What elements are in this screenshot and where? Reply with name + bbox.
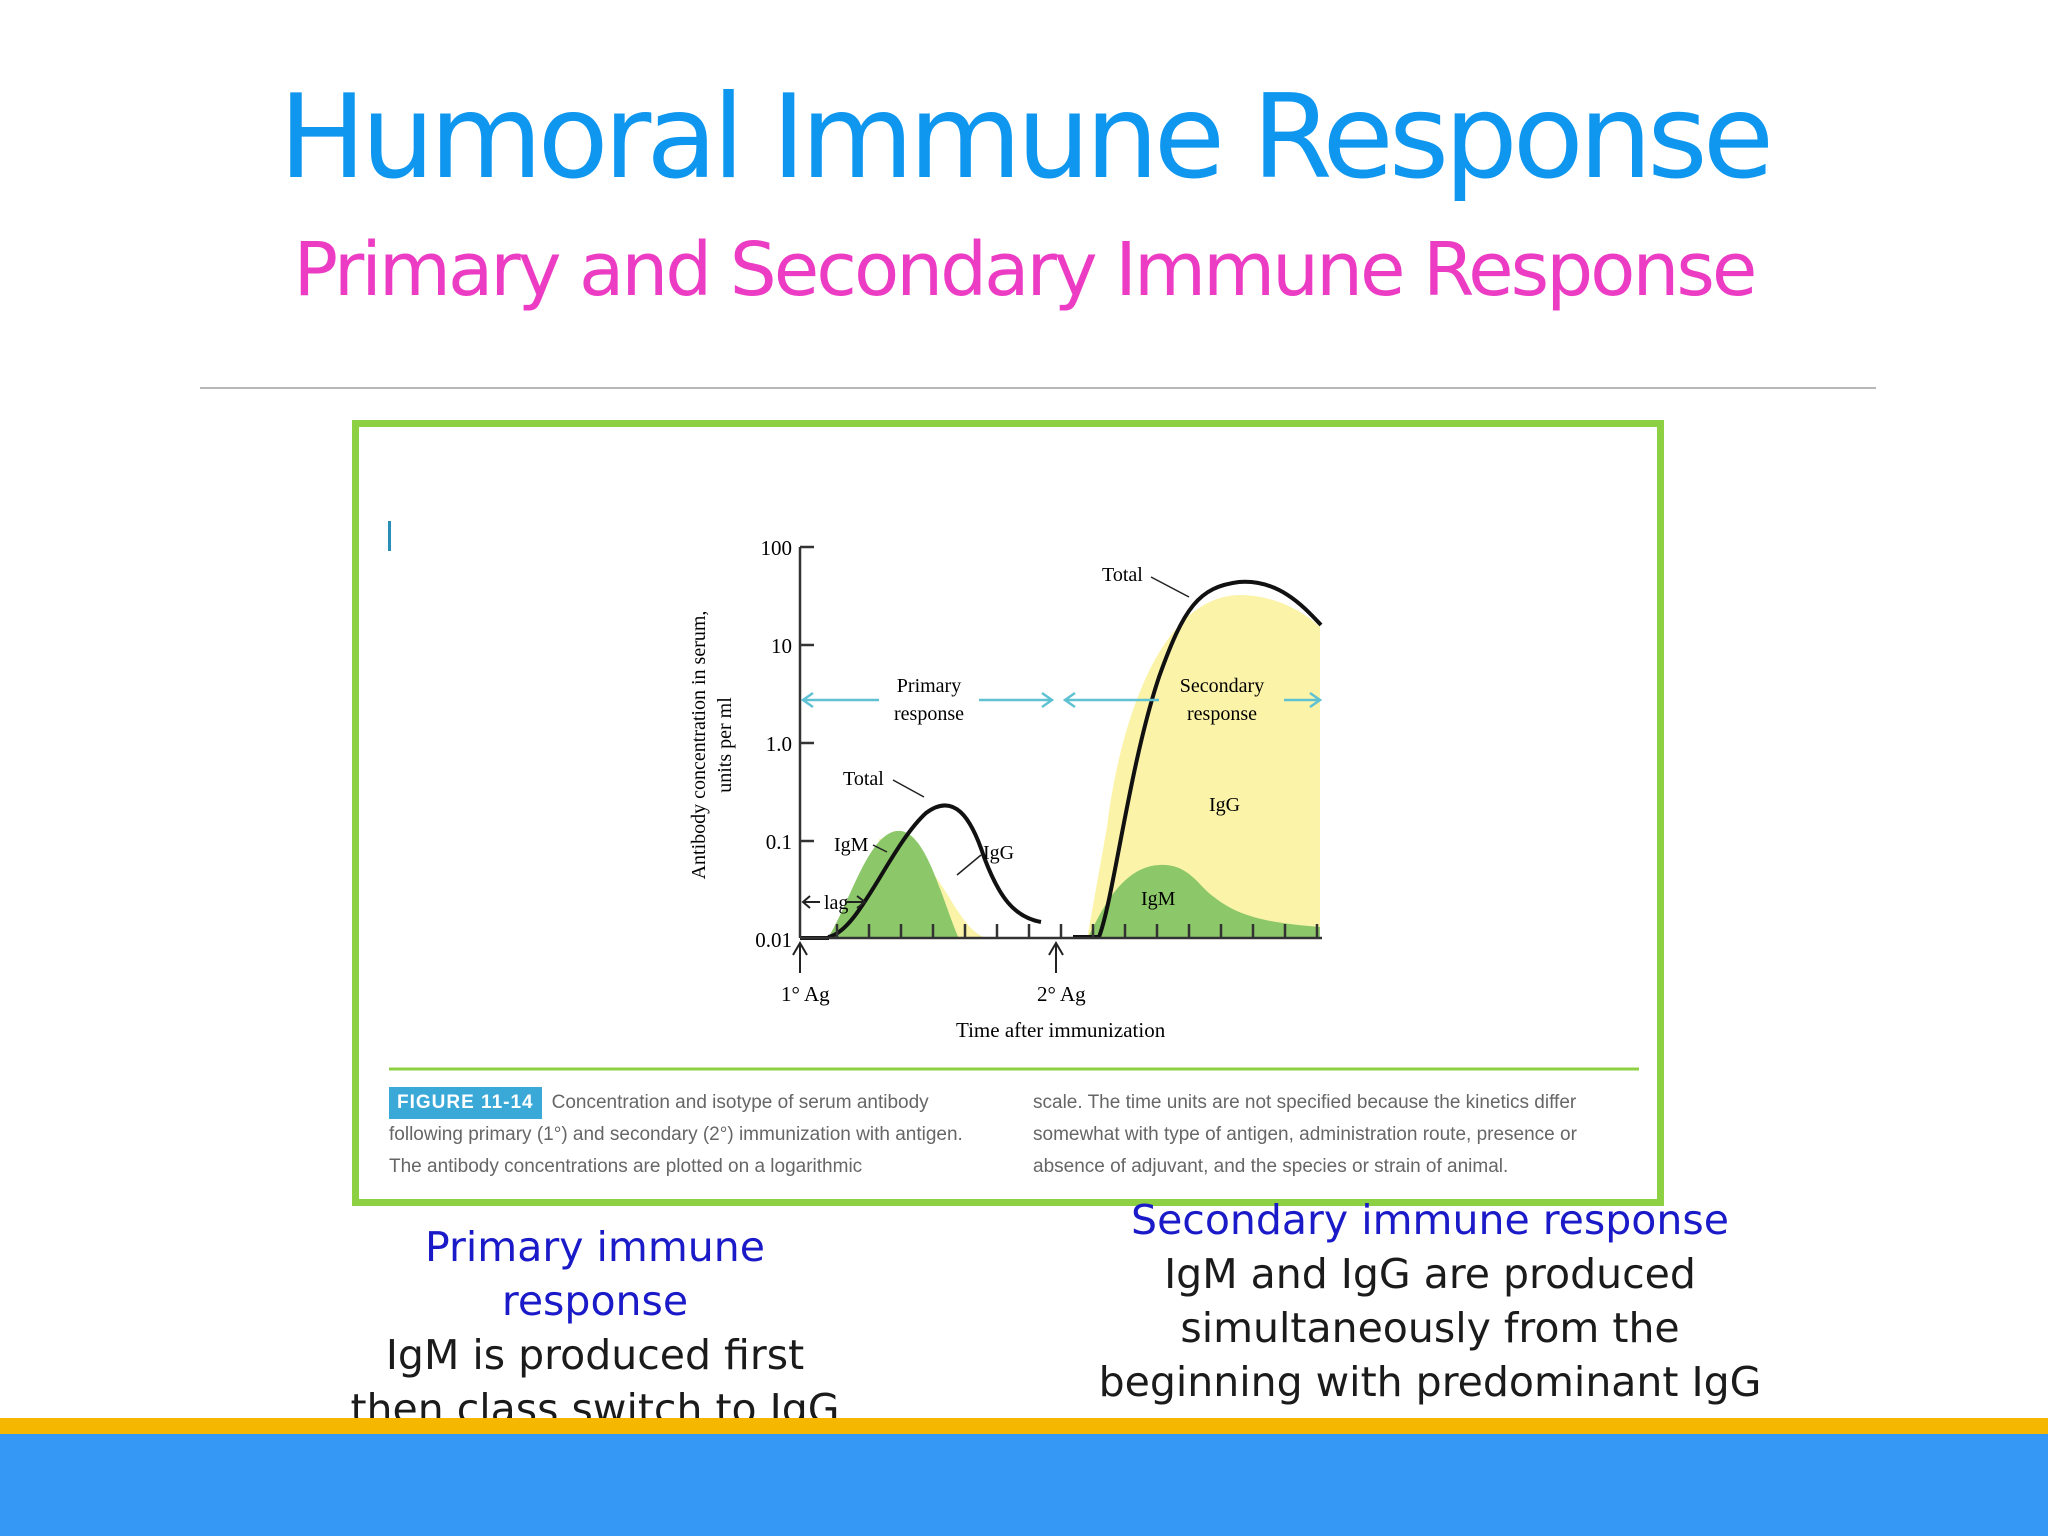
- secondary-igg-label: IgG: [1209, 794, 1240, 816]
- primary-igg-leader: [956, 854, 982, 876]
- y-axis-label-line1: Antibody concentration in serum,: [688, 611, 710, 880]
- primary-total-leader: [892, 779, 925, 798]
- primary-explanation-heading: Primary immune response: [425, 1223, 765, 1325]
- secondary-range-arrow: [1062, 691, 1323, 709]
- secondary-explanation-body: IgM and IgG are produced simultaneously …: [1098, 1250, 1762, 1406]
- primary-antigen-label: 1° Ag: [781, 982, 830, 1006]
- slide-title: Humoral Immune Response: [278, 70, 1774, 205]
- primary-igm-label: IgM: [834, 834, 869, 856]
- footer-band: [0, 1434, 2048, 1536]
- secondary-explanation: Secondary immune response IgM and IgG ar…: [1080, 1193, 1780, 1409]
- figure-panel: 100 10 1.0 0.1 0.01 Antibody concentrati…: [352, 420, 1664, 1206]
- cursor-mark: [388, 521, 391, 551]
- antibody-response-diagram: 100 10 1.0 0.1 0.01 Antibody concentrati…: [388, 521, 1639, 1071]
- y-axis-label-line2: units per ml: [714, 697, 736, 793]
- primary-igg-label: IgG: [983, 842, 1014, 864]
- footer-accent-stripe: [0, 1418, 2048, 1434]
- y-tick-label-10: 10: [771, 634, 792, 658]
- lag-label: lag: [824, 892, 848, 914]
- antigen-arrows: [792, 941, 1064, 973]
- divider-line: [200, 387, 1876, 389]
- y-tick-label-100: 100: [761, 536, 793, 560]
- slide-subtitle: Primary and Secondary Immune Response: [293, 227, 1758, 313]
- secondary-range-label-line2: response: [1187, 703, 1257, 725]
- secondary-explanation-heading: Secondary immune response: [1131, 1196, 1729, 1244]
- total-curve: [827, 579, 1323, 939]
- secondary-total-label: Total: [1102, 564, 1143, 586]
- figure-tag: FIGURE 11-14: [389, 1087, 542, 1119]
- secondary-range-label-line1: Secondary: [1180, 675, 1264, 697]
- secondary-igm-area: [1087, 864, 1320, 939]
- y-tick-label-01: 0.1: [766, 830, 792, 854]
- y-tick-label-001: 0.01: [755, 928, 792, 952]
- x-axis-label: Time after immunization: [956, 1018, 1166, 1042]
- caption-left-text: Concentration and isotype of serum antib…: [389, 1092, 963, 1177]
- x-ticks: [835, 924, 1319, 938]
- primary-total-label: Total: [843, 768, 884, 790]
- primary-range-label-line1: Primary: [897, 675, 961, 697]
- secondary-igm-label: IgM: [1141, 888, 1176, 910]
- secondary-igg-area: [1087, 595, 1320, 939]
- primary-explanation: Primary immune response IgM is produced …: [340, 1220, 850, 1436]
- lag-arrows: [801, 895, 867, 909]
- primary-igm-leader: [872, 844, 888, 853]
- secondary-total-leader: [1150, 576, 1190, 598]
- caption-right-text: scale. The time units are not specified …: [1033, 1092, 1577, 1177]
- primary-range-label-line2: response: [894, 703, 964, 725]
- primary-range-arrow: [800, 691, 1055, 709]
- y-tick-label-1: 1.0: [766, 732, 792, 756]
- secondary-antigen-label: 2° Ag: [1037, 982, 1086, 1006]
